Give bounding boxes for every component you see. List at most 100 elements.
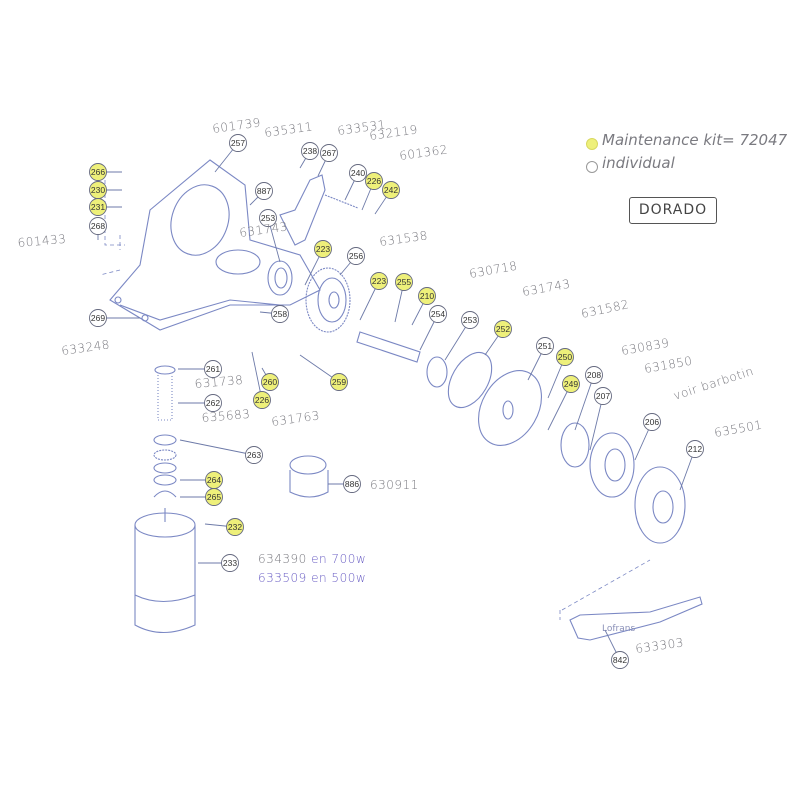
callout-240: 240: [349, 164, 367, 182]
callout-number: 267: [322, 148, 336, 158]
callout-230: 230: [89, 181, 107, 199]
part-number-label: 635311: [263, 119, 313, 140]
callout-number: 238: [303, 146, 317, 156]
kit-legend-swatch: [586, 138, 598, 150]
kit-marker: [370, 272, 388, 290]
callout-207: 207: [594, 387, 612, 405]
callout-number: 230: [91, 185, 105, 195]
callout-number: 256: [349, 251, 363, 261]
callout-number: 260: [263, 377, 277, 387]
callout-number: 207: [596, 391, 610, 401]
individual-marker: [643, 413, 661, 431]
callout-253: 253: [259, 209, 277, 227]
part-number-label: 630911: [370, 478, 419, 492]
callout-number: 249: [564, 379, 578, 389]
callout-number: 251: [538, 341, 552, 351]
callout-261: 261: [204, 360, 222, 378]
individual-marker: [89, 217, 107, 235]
callout-number: 206: [645, 417, 659, 427]
callout-269: 269: [89, 309, 107, 327]
callout-231: 231: [89, 198, 107, 216]
leader-line: [179, 439, 255, 456]
individual-marker: [349, 164, 367, 182]
callout-number: 242: [384, 185, 398, 195]
individual-marker: [204, 360, 222, 378]
callout-number: 268: [91, 221, 105, 231]
kit-marker: [494, 320, 512, 338]
individual-marker: [611, 651, 629, 669]
individual-marker: [594, 387, 612, 405]
individual-marker: [686, 440, 704, 458]
clutch-assembly: [560, 422, 635, 498]
callout-number: 842: [613, 655, 627, 665]
callout-259: 259: [330, 373, 348, 391]
part-number-label: 601362: [398, 142, 448, 163]
kit-marker: [562, 375, 580, 393]
callout-249: 249: [562, 375, 580, 393]
part-number-label: 633531: [336, 117, 386, 138]
callout-250: 250: [556, 348, 574, 366]
part-number-label: 635683: [201, 407, 251, 425]
kit-marker: [226, 518, 244, 536]
callout-264: 264: [205, 471, 223, 489]
part-number-label: 633509 en 500w: [258, 571, 366, 585]
callout-number: 263: [247, 450, 261, 460]
callout-226: 226: [365, 172, 383, 190]
kit-marker: [261, 373, 279, 391]
individual-marker: [585, 366, 603, 384]
kit-marker: [365, 172, 383, 190]
callout-number: 223: [372, 276, 386, 286]
part-number-label: 635501: [713, 418, 764, 440]
part-number-label: 632119: [368, 122, 418, 143]
callout-number: 233: [223, 558, 237, 568]
callout-252: 252: [494, 320, 512, 338]
bearing-2: [426, 356, 448, 388]
drum: [634, 466, 686, 544]
callout-number: 262: [206, 398, 220, 408]
leader-line: [589, 395, 604, 451]
individual-marker: [245, 446, 263, 464]
part-number-label: 631738: [194, 373, 244, 391]
part-number-label: 630839: [620, 336, 671, 358]
callout-208: 208: [585, 366, 603, 384]
part-number-label: 631763: [270, 408, 320, 429]
kit-marker: [395, 273, 413, 291]
cover-plate: [478, 370, 542, 446]
individual-marker: [536, 337, 554, 355]
individual-marker: [347, 247, 365, 265]
callout-212: 212: [686, 440, 704, 458]
part-number-label: 633248: [60, 337, 110, 358]
individual-marker: [255, 182, 273, 200]
part-number-label: 631743: [521, 277, 572, 299]
lever-arm: [279, 174, 326, 246]
callout-223: 223: [314, 240, 332, 258]
callout-number: 258: [273, 309, 287, 319]
callout-233: 233: [221, 554, 239, 572]
individual-legend-label: individual: [602, 154, 675, 172]
callout-232: 232: [226, 518, 244, 536]
individual-legend-swatch: [586, 161, 598, 173]
callout-226: 226: [253, 391, 271, 409]
callout-number: 240: [351, 168, 365, 178]
callout-number: 255: [397, 277, 411, 287]
callout-251: 251: [536, 337, 554, 355]
o-ring: [447, 351, 493, 409]
callout-267: 267: [320, 144, 338, 162]
part-number-label: 601739: [211, 115, 261, 136]
drive-screw: [154, 365, 176, 421]
callout-266: 266: [89, 163, 107, 181]
individual-marker: [343, 475, 361, 493]
individual-marker: [429, 305, 447, 323]
individual-marker: [461, 311, 479, 329]
individual-marker: [221, 554, 239, 572]
callout-number: 261: [206, 364, 220, 374]
individual-marker: [229, 134, 247, 152]
part-number-label: 630718: [468, 259, 519, 281]
callout-238: 238: [301, 142, 319, 160]
callout-number: 254: [431, 309, 445, 319]
kit-marker: [205, 488, 223, 506]
callout-206: 206: [643, 413, 661, 431]
callout-number: 223: [316, 244, 330, 254]
callout-number: 253: [261, 213, 275, 223]
